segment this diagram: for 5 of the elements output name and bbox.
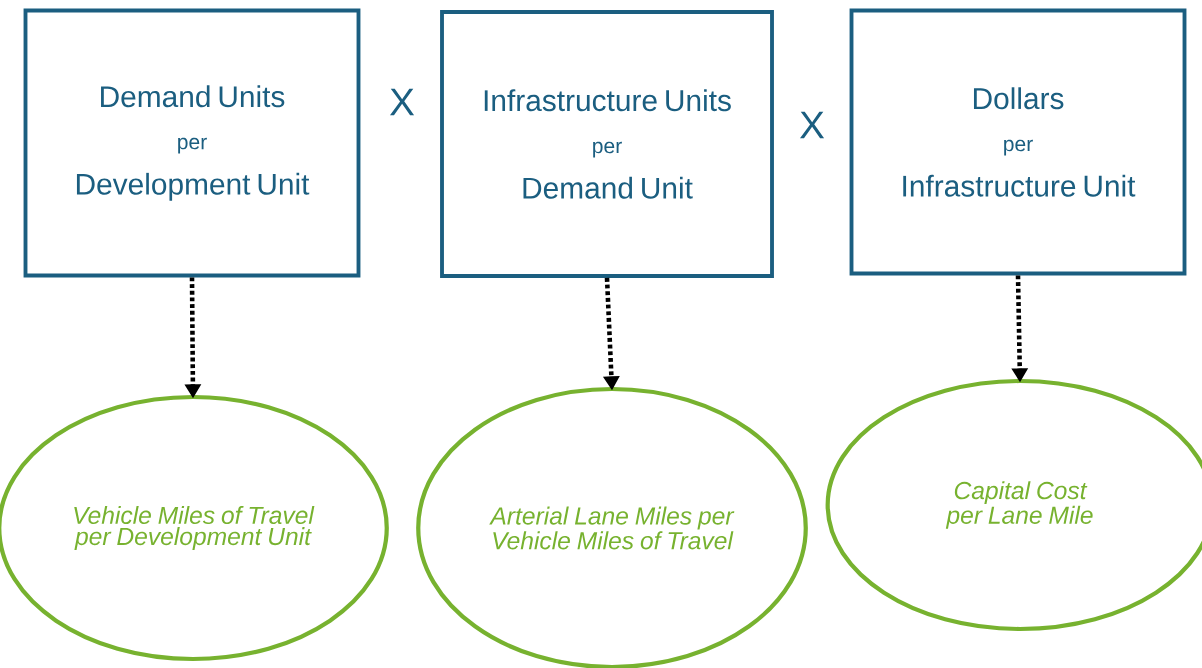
multiply-sign: X bbox=[800, 111, 825, 139]
ratio-box: Dollars per Infrastructure Unit bbox=[849, 8, 1187, 276]
ratio-box: Demand Units per Development Unit bbox=[23, 8, 361, 278]
multiply-sign: X bbox=[390, 88, 415, 116]
ratio-box: Infrastructure Units per Demand Unit bbox=[440, 10, 774, 278]
